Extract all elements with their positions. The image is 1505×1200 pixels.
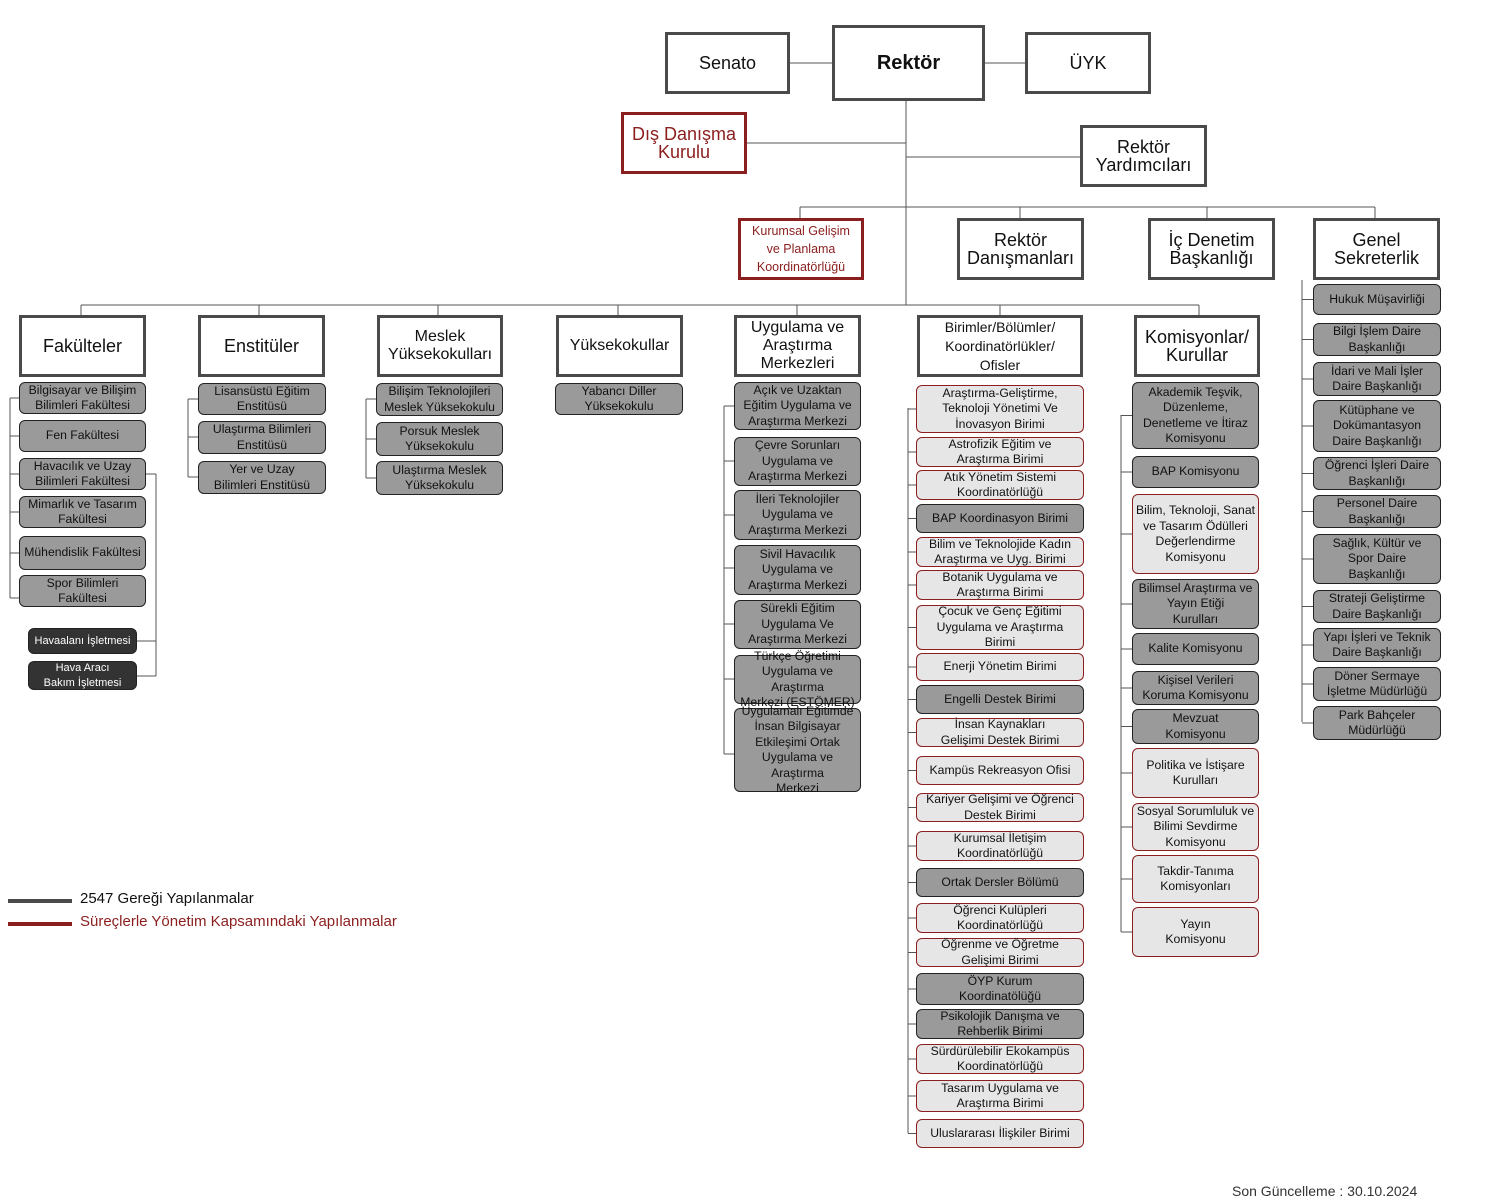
rektor-yardimcilari-box: Rektör Yardımcıları <box>1080 125 1207 187</box>
birim-item: Kampüs Rekreasyon Ofisi <box>916 756 1084 785</box>
birim-item: Çocuk ve Genç Eğitimi Uygulama ve Araştı… <box>916 604 1084 650</box>
fakulte-sub-item: Havaalanı İşletmesi <box>28 628 137 654</box>
birim-item: Bilim ve Teknolojide Kadın Araştırma ve … <box>916 537 1084 567</box>
komisyon-item: Yayın Komisyonu <box>1132 907 1259 957</box>
birim-item: Atık Yönetim Sistemi Koordinatörlüğü <box>916 470 1084 500</box>
fakulte-item: Mühendislik Fakültesi <box>19 536 146 570</box>
enstituler-header: Enstitüler <box>198 315 325 377</box>
enstitu-item: Yer ve Uzay Bilimleri Enstitüsü <box>198 461 326 494</box>
genel-sekreterlik-item: Strateji Geliştirme Daire Başkanlığı <box>1313 590 1441 623</box>
kurumsal-gelisim-box: Kurumsal Gelişim ve Planlama Koordinatör… <box>738 218 864 280</box>
legend-red-label: Süreçlerle Yönetim Kapsamındaki Yapılanm… <box>80 913 397 930</box>
birim-item: Astrofizik Eğitim ve Araştırma Birimi <box>916 437 1084 467</box>
genel-sekreterlik-item: Bilgi İşlem Daire Başkanlığı <box>1313 323 1441 356</box>
birim-item: Tasarım Uygulama ve Araştırma Birimi <box>916 1080 1084 1112</box>
birim-item: ÖYP Kurum Koordinatölüğü <box>916 973 1084 1005</box>
birim-item: Uluslararası İlişkiler Birimi <box>916 1119 1084 1148</box>
meslek-yuksekokullari-header: Meslek Yüksekokulları <box>377 315 503 377</box>
genel-sekreterlik-item: Öğrenci İşleri Daire Başkanlığı <box>1313 457 1441 490</box>
merkez-item: Sivil Havacılık Uygulama ve Araştırma Me… <box>734 545 861 595</box>
komisyonlar-header: Komisyonlar/ Kurullar <box>1134 315 1260 377</box>
yuksekokullar-header: Yüksekokullar <box>556 315 683 377</box>
fakulte-item: Mimarlık ve Tasarım Fakültesi <box>19 496 146 528</box>
komisyon-item: Kişisel Verileri Koruma Komisyonu <box>1132 671 1259 705</box>
fakulte-item: Fen Fakültesi <box>19 420 146 452</box>
birim-item: İnsan Kaynakları Gelişimi Destek Birimi <box>916 717 1084 747</box>
birim-item: Kariyer Gelişimi ve Öğrenci Destek Birim… <box>916 792 1084 822</box>
komisyon-item: Akademik Teşvik, Düzenleme, Denetleme ve… <box>1132 382 1259 449</box>
komisyon-item: Mevzuat Komisyonu <box>1132 709 1259 744</box>
genel-sekreterlik-item: Döner Sermaye İşletme Müdürlüğü <box>1313 667 1441 701</box>
birim-item: Engelli Destek Birimi <box>916 685 1084 714</box>
fakulte-sub-item: Hava Aracı Bakım İşletmesi <box>28 661 137 690</box>
legend-red-entry: Süreçlerle Yönetim Kapsamındaki Yapılanm… <box>8 913 397 930</box>
meslek-item: Porsuk Meslek Yüksekokulu <box>376 422 503 456</box>
merkez-item: Sürekli Eğitim Uygulama Ve Araştırma Mer… <box>734 600 861 649</box>
last-updated: Son Güncelleme : 30.10.2024 <box>1232 1183 1418 1199</box>
birim-item: Enerji Yönetim Birimi <box>916 653 1084 681</box>
genel-sekreterlik-item: Personel Daire Başkanlığı <box>1313 495 1441 528</box>
komisyon-item: BAP Komisyonu <box>1132 456 1259 488</box>
birim-item: BAP Koordinasyon Birimi <box>916 504 1084 533</box>
komisyon-item: Bilimsel Araştırma ve Yayın Etiği Kurull… <box>1132 579 1259 629</box>
legend-dark-label: 2547 Gereği Yapılanmalar <box>80 890 254 907</box>
senato-box: Senato <box>665 32 790 94</box>
komisyon-item: Kalite Komisyonu <box>1132 633 1259 665</box>
genel-sekreterlik-item: Park Bahçeler Müdürlüğü <box>1313 706 1441 740</box>
birim-item: Öğrenci Kulüpleri Koordinatörlüğü <box>916 903 1084 933</box>
komisyon-item: Takdir-Tanıma Komisyonları <box>1132 855 1259 903</box>
genel-sekreterlik-box: Genel Sekreterlik <box>1313 218 1440 280</box>
enstitu-item: Ulaştırma Bilimleri Enstitüsü <box>198 421 326 454</box>
birim-item: Sürdürülebilir Ekokampüs Koordinatörlüğü <box>916 1044 1084 1074</box>
genel-sekreterlik-item: Sağlık, Kültür ve Spor Daire Başkanlığı <box>1313 534 1441 584</box>
fakulte-item: Spor Bilimleri Fakültesi <box>19 575 146 607</box>
genel-sekreterlik-item: Yapı İşleri ve Teknik Daire Başkanlığı <box>1313 628 1441 662</box>
dis-danisma-kurulu-box: Dış Danışma Kurulu <box>621 112 747 174</box>
genel-sekreterlik-item: Hukuk Müşavirliği <box>1313 284 1441 315</box>
genel-sekreterlik-item: Kütüphane ve Dokümantasyon Daire Başkanl… <box>1313 400 1441 452</box>
birim-item: Ortak Dersler Bölümü <box>916 868 1084 897</box>
komisyon-item: Politika ve İstişare Kurulları <box>1132 748 1259 798</box>
merkez-item: Çevre Sorunları Uygulama ve Araştırma Me… <box>734 437 861 486</box>
legend-dark-line <box>8 899 72 903</box>
birim-item: Öğrenme ve Öğretme Gelişimi Birimi <box>916 937 1084 967</box>
fakulte-item: Bilgisayar ve Bilişim Bilimleri Fakültes… <box>19 382 146 414</box>
birimler-header: Birimler/Bölümler/ Koordinatörlükler/ Of… <box>917 315 1083 377</box>
enstitu-item: Lisansüstü Eğitim Enstitüsü <box>198 383 326 415</box>
rektor-box: Rektör <box>832 25 985 101</box>
birim-item: Botanik Uygulama ve Araştırma Birimi <box>916 570 1084 600</box>
legend-dark-entry: 2547 Gereği Yapılanmalar <box>8 890 254 907</box>
merkez-item: Uygulamalı Eğitimde İnsan Bilgisayar Etk… <box>734 704 861 795</box>
uyk-box: ÜYK <box>1025 32 1151 94</box>
fakulte-item: Havacılık ve Uzay Bilimleri Fakültesi <box>19 458 146 490</box>
birim-item: Araştırma-Geliştirme, Teknoloji Yönetimi… <box>916 385 1084 433</box>
komisyon-item: Sosyal Sorumluluk ve Bilimi Sevdirme Kom… <box>1132 803 1259 851</box>
legend-red-line <box>8 922 72 926</box>
meslek-item: Ulaştırma Meslek Yüksekokulu <box>376 461 503 495</box>
yuksekokul-item: Yabancı Diller Yüksekokulu <box>555 383 683 415</box>
birim-item: Kurumsal İletişim Koordinatörlüğü <box>916 831 1084 861</box>
komisyon-item: Bilim, Teknoloji, Sanat ve Tasarım Ödüll… <box>1132 494 1259 574</box>
genel-sekreterlik-item: İdari ve Mali İşler Daire Başkanlığı <box>1313 362 1441 396</box>
meslek-item: Bilişim Teknolojileri Meslek Yüksekokulu <box>376 383 503 416</box>
rektor-danismanlari-box: Rektör Danışmanları <box>957 218 1084 280</box>
merkez-item: Türkçe Öğretimi Uygulama ve Araştırma Me… <box>734 649 861 709</box>
fakulteler-header: Fakülteler <box>19 315 146 377</box>
merkez-item: İleri Teknolojiler Uygulama ve Araştırma… <box>734 490 861 540</box>
birim-item: Psikolojik Danışma ve Rehberlik Birimi <box>916 1009 1084 1039</box>
merkezler-header: Uygulama ve Araştırma Merkezleri <box>734 315 861 377</box>
ic-denetim-box: İç Denetim Başkanlığı <box>1148 218 1275 280</box>
merkez-item: Açık ve Uzaktan Eğitim Uygulama ve Araşt… <box>734 382 861 430</box>
